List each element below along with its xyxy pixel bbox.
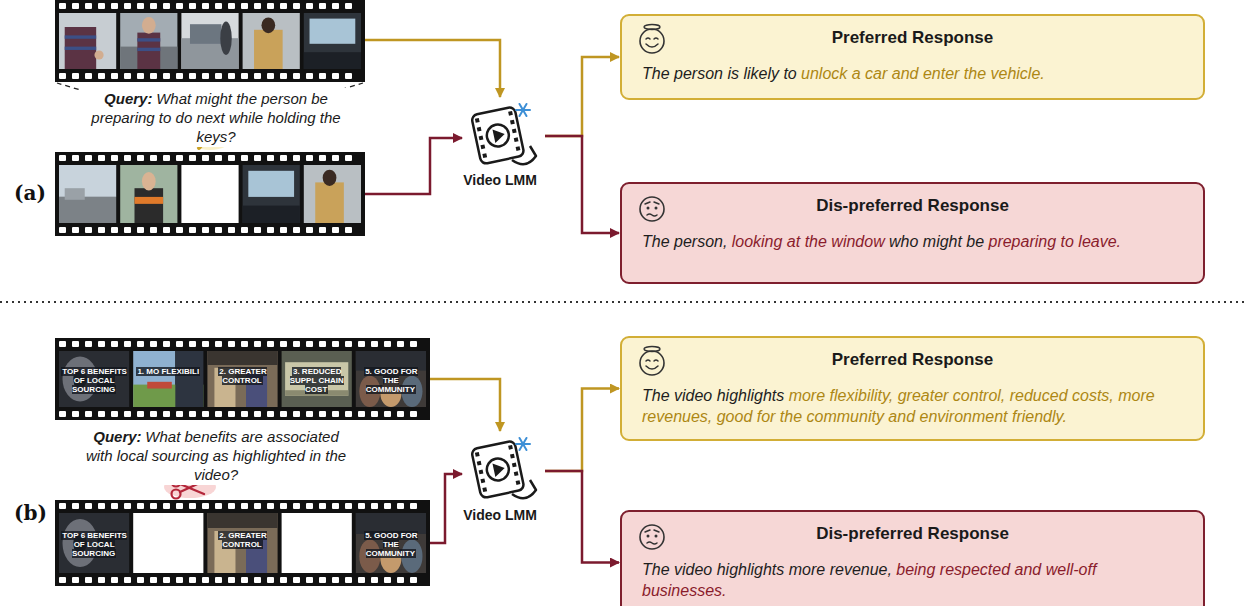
response-text: The person is likely to: [642, 65, 797, 82]
film-strip: [55, 0, 365, 82]
video-frame: [59, 165, 116, 223]
strip-arrow: [365, 40, 500, 97]
video-frame: [59, 13, 116, 69]
separator: [0, 301, 1248, 303]
response-text: looking at the window: [732, 233, 885, 250]
worried-face-icon: [636, 191, 668, 223]
video-frame: [133, 351, 203, 407]
frame-text: TOP 6 BENEFITS OF LOCAL SOURCING: [61, 531, 127, 558]
response-body: The person is likely tounlock a car and …: [642, 63, 1183, 84]
dispreferred-response-box: Dis-preferred ResponseThe video highligh…: [620, 510, 1205, 606]
dispreferred-response-box: Dis-preferred ResponseThe person, looking…: [620, 182, 1205, 284]
frame-text-run: 3. REDUCED SUPPL CHAIN COST: [290, 367, 344, 394]
frame-text: 5. GOOD FOR THE COMMUNITY: [358, 367, 424, 394]
strip-arrow: [430, 474, 462, 543]
video-frame: [120, 165, 177, 223]
query: Query:What benefits are associated with …: [82, 426, 350, 485]
film-strip: [55, 338, 430, 420]
frame-text: TOP 6 BENEFITS OF LOCAL SOURCING: [61, 367, 127, 394]
connector-arrow: [545, 57, 619, 136]
video-frame: [304, 13, 361, 69]
query-label: Query:: [93, 428, 141, 445]
response-text: The person,: [642, 233, 727, 250]
connector-arrow: [545, 136, 619, 233]
video-frame: [59, 513, 129, 573]
video-lmm-icon: [471, 104, 536, 165]
strip-arrow: [365, 138, 462, 194]
video-frame: [304, 165, 361, 223]
film-strip: [55, 500, 430, 586]
frame-text: 1. MO FLEXIBILI: [135, 367, 201, 376]
video-frame: [282, 513, 352, 573]
video-frame: [133, 513, 203, 573]
model-node: Video LMM: [455, 433, 545, 523]
video-frame: [243, 165, 300, 223]
response-body: The video highlightsmore flexibility, gr…: [642, 385, 1183, 427]
film-strip: [55, 152, 365, 236]
response-text: unlock a car and enter the vehicle.: [801, 65, 1045, 82]
model-name: Video LMM: [455, 507, 545, 523]
frame-text-run: 5. GOOD FOR THE COMMUNITY: [364, 531, 417, 558]
frame-text: 2. GREATER CONTROL: [209, 367, 275, 385]
query: Query:What might the person be preparing…: [82, 88, 350, 147]
response-text: who might be: [889, 233, 984, 250]
video-frame: [356, 351, 426, 407]
video-frame: [181, 165, 238, 223]
video-frame: [356, 513, 426, 573]
response-title: Preferred Response: [642, 349, 1183, 371]
connector-arrow: [545, 389, 619, 472]
video-frame: [282, 351, 352, 407]
preferred-response-box: Preferred ResponseThe person is likely t…: [620, 14, 1205, 100]
response-title: Dis-preferred Response: [642, 195, 1183, 217]
response-body: The video highlights more revenue,being …: [642, 559, 1183, 601]
video-frame: [243, 13, 300, 69]
happy-face-icon: [636, 23, 668, 55]
frame-text: 5. GOOD FOR THE COMMUNITY: [358, 531, 424, 558]
response-title: Dis-preferred Response: [642, 523, 1183, 545]
strip-arrow: [430, 379, 500, 431]
response-text: preparing to leave.: [988, 233, 1121, 250]
panel-tag: (a): [14, 181, 54, 205]
response-text: The video highlights: [642, 387, 784, 404]
response-body: The person, looking at the windowwho migh…: [642, 231, 1183, 252]
response-text: The video highlights more revenue,: [642, 561, 892, 578]
frame-text-run: 5. GOOD FOR THE COMMUNITY: [364, 367, 417, 394]
video-frame: [120, 13, 177, 69]
video-frame: [181, 13, 238, 69]
panel-tag: (b): [14, 501, 54, 525]
response-title: Preferred Response: [642, 27, 1183, 49]
video-frame: [207, 513, 277, 573]
frame-text-run: 2. GREATER CONTROL: [218, 531, 266, 549]
frame-text: 2. GREATER CONTROL: [209, 531, 275, 549]
frame-text-run: 1. MO FLEXIBILI: [136, 367, 200, 376]
video-frame: [59, 351, 129, 407]
happy-face-icon: [636, 345, 668, 377]
query-label: Query:: [104, 90, 152, 107]
model-name: Video LMM: [455, 172, 545, 188]
frame-text-run: TOP 6 BENEFITS OF LOCAL SOURCING: [61, 531, 127, 558]
connector-arrow: [545, 471, 619, 563]
video-frame: [207, 351, 277, 407]
frame-text-run: TOP 6 BENEFITS OF LOCAL SOURCING: [61, 367, 127, 394]
worried-face-icon: [636, 519, 668, 551]
video-lmm-icon: [471, 438, 536, 499]
preferred-response-box: Preferred ResponseThe video highlightsmo…: [620, 336, 1205, 441]
model-node: Video LMM: [455, 98, 545, 188]
frame-text-run: 2. GREATER CONTROL: [218, 367, 266, 385]
frame-text: 3. REDUCED SUPPL CHAIN COST: [284, 367, 350, 394]
